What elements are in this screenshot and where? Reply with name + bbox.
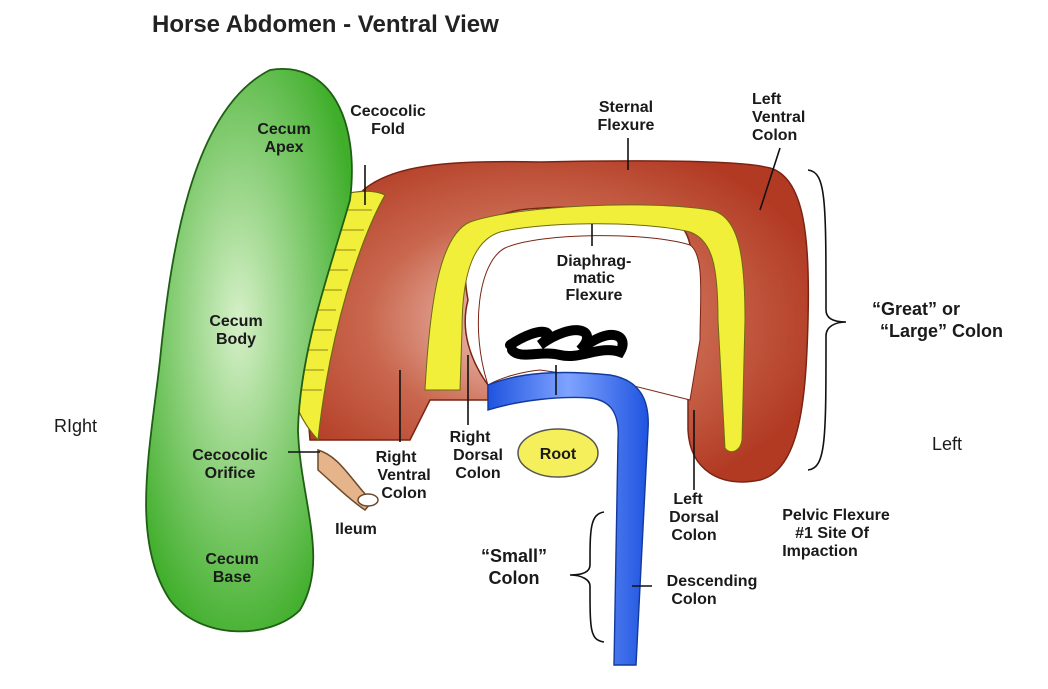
label-small-colon: “Small”Colon — [481, 546, 547, 588]
colon-inner-lining — [424, 204, 746, 453]
great-colon-brace — [807, 169, 847, 471]
label-great-colon: “Great” or“Large” Colon — [872, 299, 1003, 341]
cecum — [145, 68, 353, 633]
ileum-opening — [357, 493, 379, 507]
mesenteric-root — [517, 428, 599, 478]
leader-lines — [288, 138, 781, 587]
label-root: Root — [540, 446, 577, 463]
mesentery-scribble — [505, 325, 628, 361]
label-left-side: Left — [932, 434, 962, 454]
page-title: Horse Abdomen - Ventral View — [152, 11, 499, 38]
label-right-side: RIght — [54, 416, 97, 436]
small-colon — [487, 371, 649, 666]
small-colon-brace — [569, 511, 605, 643]
label-ileum: Ileum — [335, 521, 377, 538]
